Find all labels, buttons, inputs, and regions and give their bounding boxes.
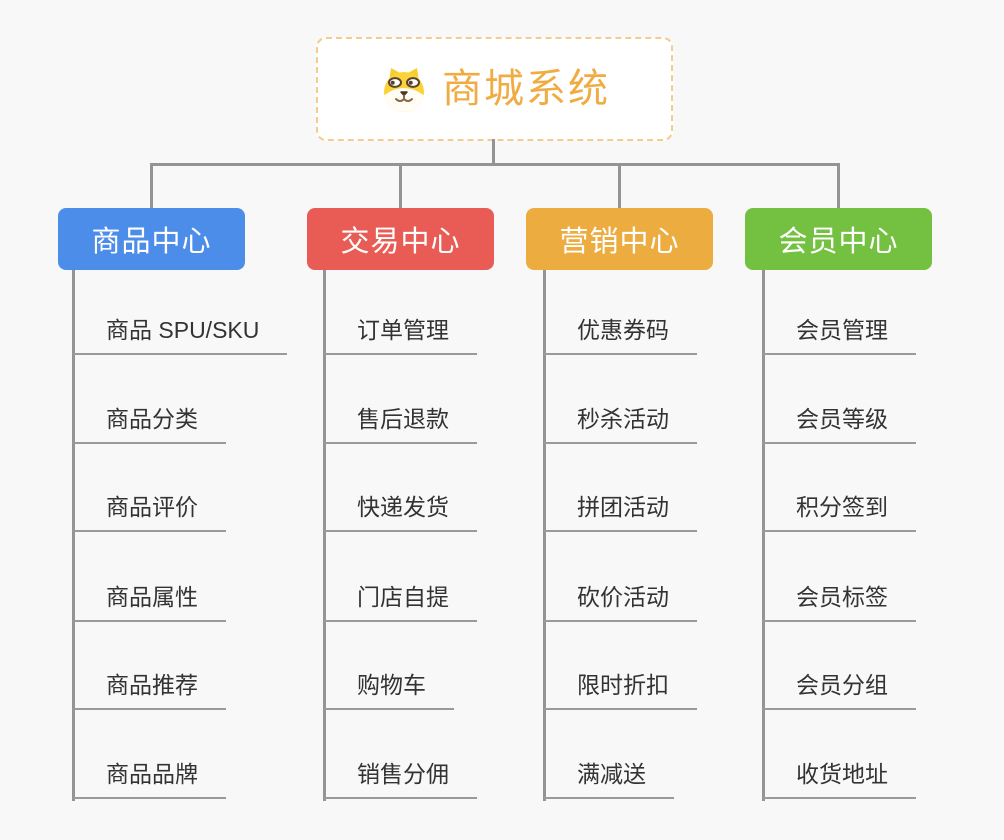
- node-item[interactable]: 商品属性: [73, 584, 226, 622]
- node-item[interactable]: 销售分佣: [324, 761, 477, 799]
- connector-branch-spine: [323, 270, 326, 801]
- node-item[interactable]: 商品推荐: [73, 672, 226, 710]
- node-item[interactable]: 快递发货: [324, 494, 477, 532]
- branch-label: 交易中心: [340, 226, 461, 258]
- node-item[interactable]: 满减送: [544, 761, 674, 799]
- connector-branch-spine: [543, 270, 546, 801]
- connector-drop-line: [837, 163, 840, 210]
- node-item[interactable]: 拼团活动: [544, 494, 697, 532]
- node-item[interactable]: 限时折扣: [544, 672, 697, 710]
- node-item[interactable]: 门店自提: [324, 584, 477, 622]
- node-item[interactable]: 收货地址: [763, 761, 916, 799]
- branch-member-center[interactable]: 会员中心: [745, 208, 932, 270]
- branch-label: 商品中心: [91, 226, 212, 258]
- node-item[interactable]: 商品 SPU/SKU: [73, 317, 288, 355]
- branch-product-items-column: 商品 SPU/SKU 商品分类 商品评价 商品属性 商品推荐 商品品牌: [72, 270, 302, 801]
- node-item[interactable]: 会员标签: [763, 584, 916, 622]
- node-item[interactable]: 积分签到: [763, 494, 916, 532]
- dog-face-icon: [379, 65, 429, 113]
- connector-horizontal-bar: [150, 163, 840, 166]
- branch-trade-center[interactable]: 交易中心: [307, 208, 494, 270]
- branch-member-items-column: 会员管理 会员等级 积分签到 会员标签 会员分组 收货地址: [762, 270, 992, 801]
- node-item[interactable]: 订单管理: [324, 317, 477, 355]
- node-item[interactable]: 商品品牌: [73, 761, 226, 799]
- branch-trade-items-column: 订单管理 售后退款 快递发货 门店自提 购物车 销售分佣: [323, 270, 553, 801]
- branch-label: 会员中心: [778, 226, 899, 258]
- connector-drop-line: [399, 163, 402, 210]
- connector-branch-spine: [762, 270, 765, 801]
- node-item[interactable]: 秒杀活动: [544, 406, 697, 444]
- connector-drop-line: [618, 163, 621, 210]
- node-item[interactable]: 砍价活动: [544, 584, 697, 622]
- branch-marketing-center[interactable]: 营销中心: [526, 208, 713, 270]
- node-item[interactable]: 会员等级: [763, 406, 916, 444]
- node-item[interactable]: 优惠券码: [544, 317, 697, 355]
- node-item[interactable]: 商品分类: [73, 406, 226, 444]
- connector-root-stem: [492, 139, 495, 166]
- node-item[interactable]: 售后退款: [324, 406, 477, 444]
- branch-product-center[interactable]: 商品中心: [58, 208, 245, 270]
- node-item[interactable]: 购物车: [324, 672, 454, 710]
- root-node[interactable]: 商城系统: [316, 37, 673, 141]
- branch-marketing-items-column: 优惠券码 秒杀活动 拼团活动 砍价活动 限时折扣 满减送: [543, 270, 773, 801]
- node-item[interactable]: 商品评价: [73, 494, 226, 532]
- connector-drop-line: [150, 163, 153, 210]
- root-title: 商城系统: [442, 67, 610, 111]
- node-item[interactable]: 会员分组: [763, 672, 916, 710]
- node-item[interactable]: 会员管理: [763, 317, 916, 355]
- branch-label: 营销中心: [559, 226, 680, 258]
- connector-branch-spine: [72, 270, 75, 801]
